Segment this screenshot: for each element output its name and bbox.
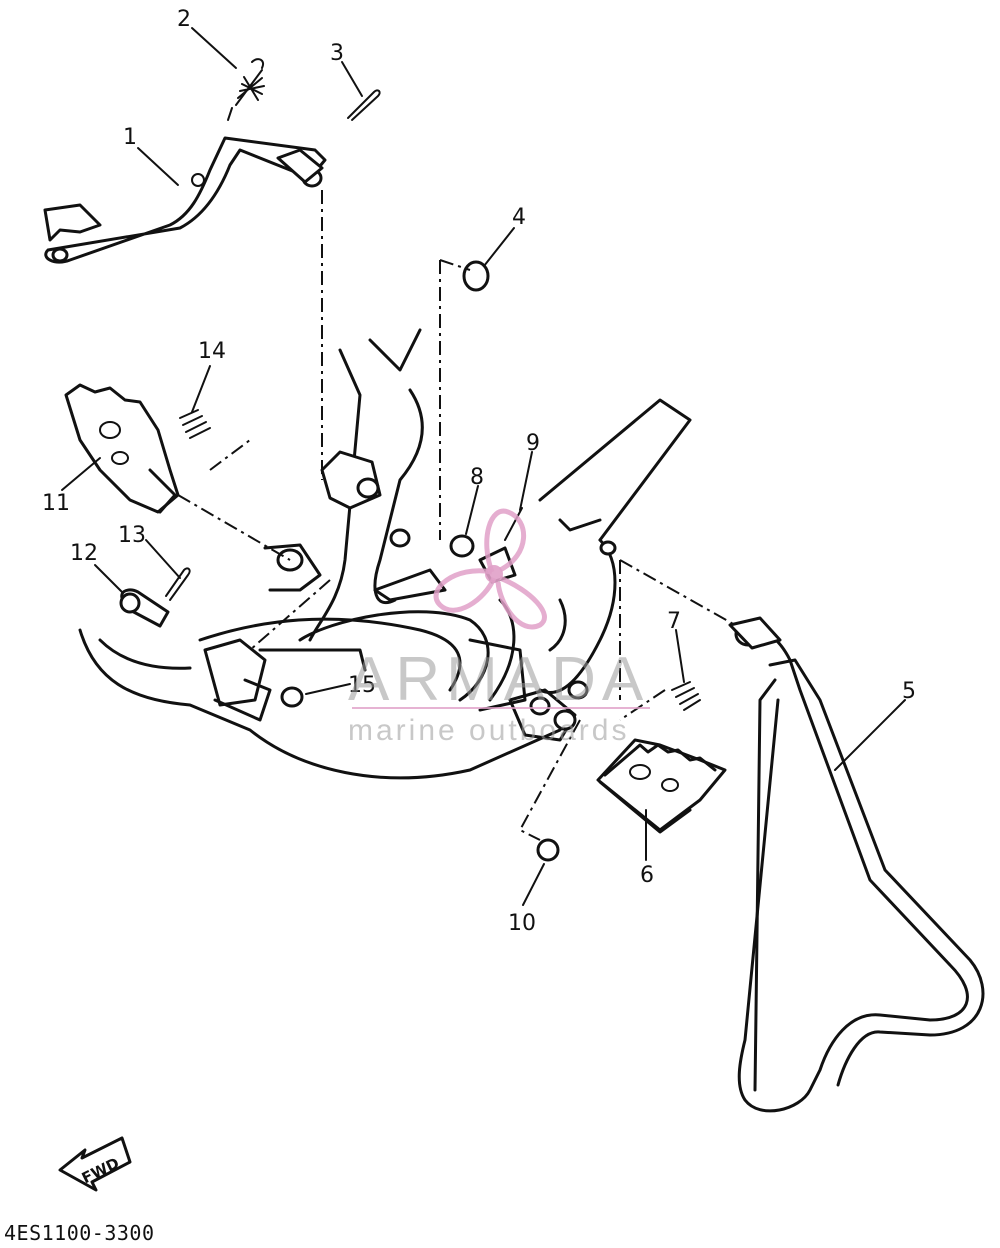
bolt-15 xyxy=(280,686,304,708)
footpeg-spring-left xyxy=(179,409,211,439)
footpeg-left[interactable] xyxy=(64,383,180,514)
label-10: 10 xyxy=(508,911,536,936)
label-4: 4 xyxy=(512,205,526,230)
label-11: 11 xyxy=(42,491,70,516)
fwd-arrow-icon xyxy=(58,1136,132,1192)
label-1: 1 xyxy=(123,125,137,150)
watermark-logo: ARMADA marine outboards xyxy=(348,508,650,747)
propeller-icon xyxy=(433,508,547,630)
label-9: 9 xyxy=(526,431,540,456)
label-6: 6 xyxy=(640,863,654,888)
footpeg-right[interactable] xyxy=(596,738,727,834)
washer-4 xyxy=(462,260,490,292)
label-2: 2 xyxy=(177,7,191,32)
cotter-pin-13 xyxy=(165,567,191,601)
label-5: 5 xyxy=(902,679,916,704)
diagram-code: 4ES1100-3300 xyxy=(4,1221,155,1245)
collar-8 xyxy=(449,534,475,558)
propeller-hub xyxy=(485,565,503,583)
pin-12 xyxy=(119,588,170,628)
label-12: 12 xyxy=(70,541,98,566)
assembly-lines xyxy=(177,190,736,841)
label-8: 8 xyxy=(470,465,484,490)
footpeg-spring-right xyxy=(671,681,701,711)
watermark-title: ARMADA xyxy=(348,645,649,714)
label-13: 13 xyxy=(118,523,146,548)
label-3: 3 xyxy=(330,41,344,66)
label-7: 7 xyxy=(667,609,681,634)
brake-pedal[interactable] xyxy=(43,136,327,264)
cotter-pin xyxy=(347,89,381,121)
return-spring xyxy=(227,58,265,121)
watermark-subtitle: marine outboards xyxy=(348,714,629,747)
forward-arrow: FWD xyxy=(58,1136,132,1192)
washer-10 xyxy=(536,838,560,862)
side-stand[interactable] xyxy=(728,616,985,1113)
leader-lines xyxy=(61,27,906,906)
label-15: 15 xyxy=(348,673,376,698)
part-numbers: 1 2 3 4 5 6 7 8 9 10 11 12 13 14 15 xyxy=(42,7,916,936)
label-14: 14 xyxy=(198,339,226,364)
